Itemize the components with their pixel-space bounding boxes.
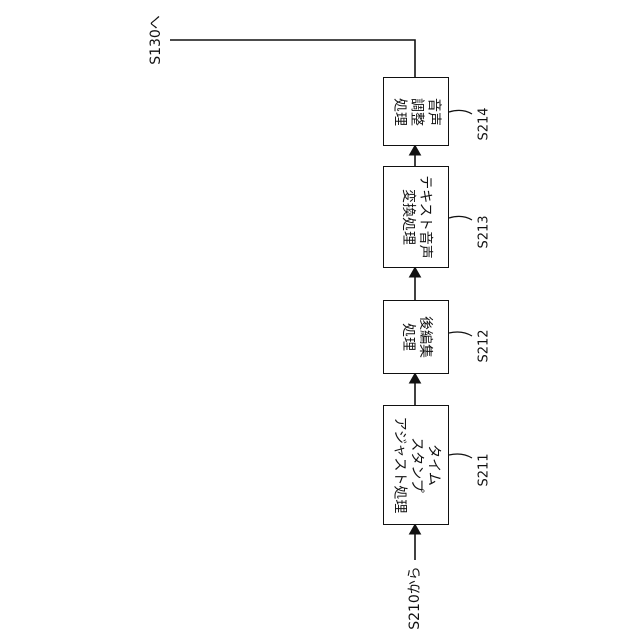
process-box-s212: 後編集 処理: [383, 300, 449, 374]
process-text-s214: 音声 調整 処理: [391, 98, 442, 126]
process-text-s212: 後編集 処理: [399, 316, 433, 358]
step-label-s211: S211: [477, 453, 492, 486]
process-box-s214: 音声 調整 処理: [383, 77, 449, 146]
leader-s211: [449, 454, 472, 458]
process-text-s213: テキスト音声 変換処理: [399, 175, 433, 259]
line-s214-to-end: [170, 40, 415, 77]
leader-s214: [449, 110, 472, 114]
start-label: S210から: [407, 566, 423, 630]
step-label-s214: S214: [477, 107, 492, 140]
leader-s212: [449, 332, 472, 336]
process-box-s213: テキスト音声 変換処理: [383, 166, 449, 268]
process-box-s211: タイム スタンプ アジャスト処理: [383, 405, 449, 525]
step-label-s212: S212: [477, 329, 492, 362]
end-label: S130へ: [148, 15, 164, 65]
leader-s213: [449, 216, 472, 220]
step-label-s213: S213: [477, 215, 492, 248]
process-text-s211: タイム スタンプ アジャスト処理: [391, 417, 442, 514]
